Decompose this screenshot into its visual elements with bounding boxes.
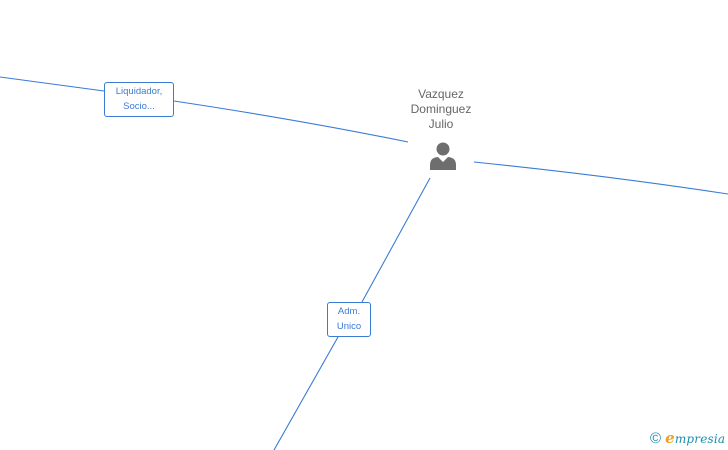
person-name-line: Dominguez (410, 102, 472, 116)
edge-liquidador[interactable] (0, 76, 409, 143)
brand-logo-rest: mpresia (674, 432, 726, 446)
edge-label-line: Unico (336, 321, 362, 332)
edge-label-line: Adm. (337, 306, 361, 317)
edge-label-liquidador[interactable]: Liquidador, Socio... (104, 82, 174, 117)
person-name-line: Vazquez (418, 87, 464, 101)
watermark: © empresia (650, 429, 725, 447)
edge-right[interactable] (473, 161, 728, 195)
person-icon[interactable] (428, 141, 458, 171)
brand-logo: empresia (665, 429, 725, 447)
edge-label-adm[interactable]: Adm. Unico (327, 302, 371, 337)
edge-label-line: Liquidador, (115, 86, 163, 97)
person-name-line: Julio (428, 117, 454, 131)
person-name[interactable]: Vazquez Dominguez Julio (391, 87, 491, 132)
brand-logo-initial: e (665, 429, 675, 447)
edge-adm[interactable] (273, 177, 431, 450)
edge-label-line: Socio... (123, 101, 155, 112)
copyright-icon: © (650, 429, 662, 447)
